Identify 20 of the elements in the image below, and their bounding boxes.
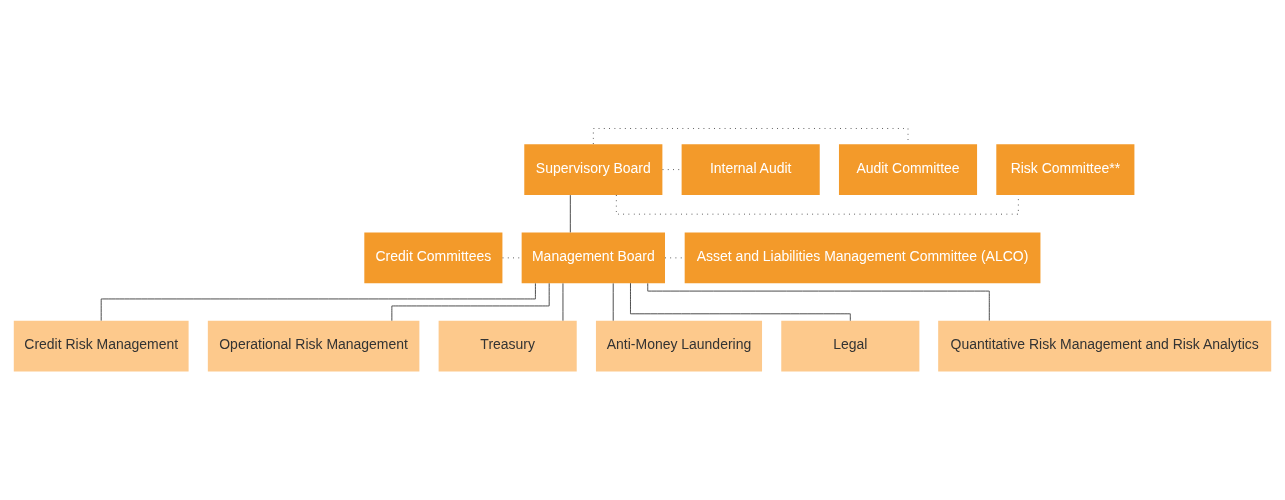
node-box: Legal	[781, 320, 920, 372]
node-box: Audit Committee	[838, 144, 978, 195]
connector	[615, 194, 1019, 215]
node-box: Internal Audit	[681, 144, 820, 195]
node-box: Quantitative Risk Management and Risk Analytics	[938, 320, 1272, 372]
node-box: Anti-Money Laundering	[595, 320, 763, 372]
connector	[100, 283, 536, 322]
node-box: Treasury	[438, 320, 577, 372]
node-box: Supervisory Board	[524, 144, 663, 195]
node-box: Risk Committee**	[996, 144, 1135, 195]
node-box: Operational Risk Management	[207, 320, 420, 372]
node-box: Credit Risk Management	[13, 320, 189, 372]
connector	[569, 194, 571, 233]
connector	[647, 282, 990, 321]
connector	[391, 282, 550, 322]
node-box: Credit Committees	[364, 232, 503, 284]
node-box: Management Board	[521, 232, 665, 284]
node-box: Asset and Liabilities Management Committee (ALCO)	[684, 232, 1041, 284]
connector	[612, 282, 614, 322]
connector	[630, 282, 851, 322]
